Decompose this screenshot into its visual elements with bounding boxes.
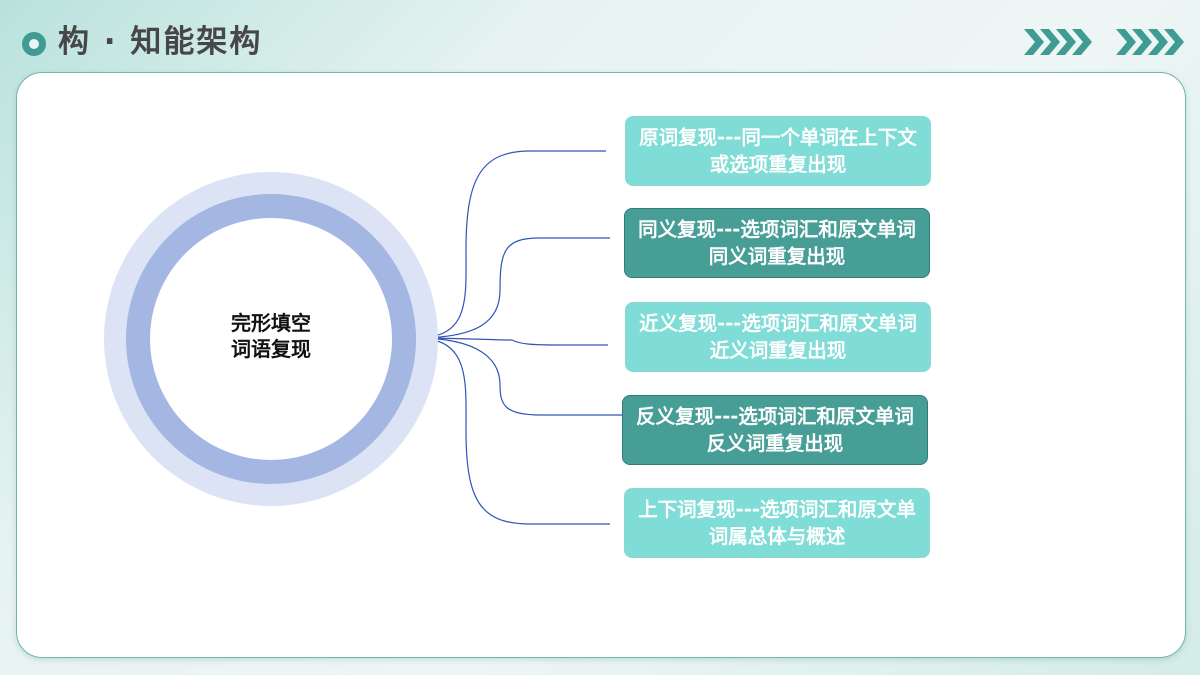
circle-dot-icon bbox=[22, 32, 46, 56]
branch-node-hypernym: 上下词复现---选项词汇和原文单词属总体与概述 bbox=[624, 488, 930, 558]
branch-node-antonym: 反义复现---选项词汇和原文单词反义词重复出现 bbox=[622, 395, 928, 465]
page-title: 构 · 知能架构 bbox=[58, 24, 263, 60]
center-circle bbox=[150, 218, 392, 460]
branch-node-synonym: 同义复现---选项词汇和原文单词同义词重复出现 bbox=[624, 208, 930, 278]
center-topic: 完形填空 词语复现 bbox=[150, 310, 392, 362]
double-chevron-right-icon bbox=[1024, 29, 1092, 55]
double-chevron-right-icon bbox=[1116, 29, 1184, 55]
center-topic-line2: 词语复现 bbox=[231, 337, 311, 361]
center-topic-line1: 完形填空 bbox=[231, 311, 311, 335]
branch-node-original-word: 原词复现---同一个单词在上下文或选项重复出现 bbox=[625, 116, 931, 186]
branch-node-near-synonym: 近义复现---选项词汇和原文单词近义词重复出现 bbox=[625, 302, 931, 372]
